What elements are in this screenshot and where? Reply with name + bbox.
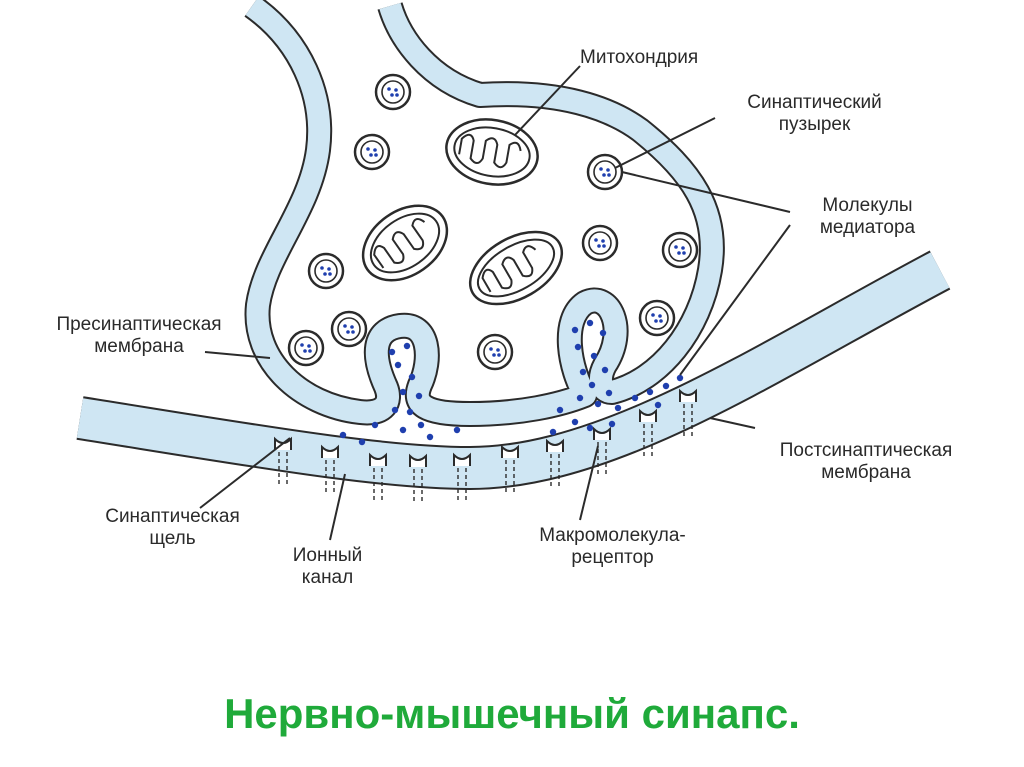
mediator-molecule	[454, 427, 460, 433]
mediator-molecule	[595, 401, 601, 407]
mediator-molecule	[615, 405, 621, 411]
label-mediator-molecules: Молекулы медиатора	[795, 195, 940, 239]
mediator-molecule	[409, 374, 415, 380]
mediator-molecule	[427, 434, 433, 440]
label-line: Ионный	[270, 545, 385, 567]
mediator-molecule	[389, 349, 395, 355]
synaptic-vesicle	[332, 312, 366, 346]
mediator-molecule	[400, 389, 406, 395]
mediator-molecule	[589, 382, 595, 388]
mediator-molecule	[602, 367, 608, 373]
mediator-molecule	[395, 362, 401, 368]
label-presynaptic-membrane: Пресинаптическая мембрана	[28, 314, 250, 358]
synaptic-vesicle	[376, 75, 410, 109]
mediator-molecule	[632, 395, 638, 401]
mediator-molecule	[340, 432, 346, 438]
mediator-molecule	[392, 407, 398, 413]
mediator-molecule	[572, 327, 578, 333]
mediator-molecule	[609, 421, 615, 427]
synaptic-vesicle	[309, 254, 343, 288]
label-line: мембрана	[752, 462, 980, 484]
label-line: Синаптический	[722, 92, 907, 114]
mediator-molecule	[655, 402, 661, 408]
label-line: Синаптическая	[75, 506, 270, 528]
label-postsynaptic-membrane: Постсинаптическая мембрана	[752, 440, 980, 484]
mitochondrion	[349, 190, 461, 295]
mediator-molecule	[606, 390, 612, 396]
label-ion-channel: Ионный канал	[270, 545, 385, 589]
label-receptor-macromolecule: Макромолекула- рецептор	[505, 525, 720, 569]
label-line: мембрана	[28, 336, 250, 358]
mediator-molecule	[418, 422, 424, 428]
mitochondrion	[441, 112, 543, 191]
mediator-molecule	[359, 439, 365, 445]
label-line: Постсинаптическая	[752, 440, 980, 462]
label-line: канал	[270, 567, 385, 589]
label-synaptic-vesicle: Синаптический пузырек	[722, 92, 907, 136]
mediator-molecule	[600, 330, 606, 336]
mediator-molecule	[407, 409, 413, 415]
label-synaptic-cleft: Синаптическая щель	[75, 506, 270, 550]
label-mitochondria: Митохондрия	[580, 47, 698, 69]
label-line: Пресинаптическая	[28, 314, 250, 336]
mediator-molecule	[572, 419, 578, 425]
mediator-molecule	[400, 427, 406, 433]
synaptic-vesicle	[355, 135, 389, 169]
synaptic-vesicle	[289, 331, 323, 365]
mitochondrion	[458, 217, 575, 319]
mediator-molecule	[575, 344, 581, 350]
label-line: Молекулы	[795, 195, 940, 217]
mediator-molecule	[557, 407, 563, 413]
label-line: Макромолекула-	[505, 525, 720, 547]
synaptic-vesicle	[663, 233, 697, 267]
label-line: рецептор	[505, 547, 720, 569]
mediator-molecule	[580, 369, 586, 375]
mediator-molecule	[587, 320, 593, 326]
page-title: Нервно-мышечный синапс.	[0, 690, 1024, 738]
label-line: щель	[75, 528, 270, 550]
mediator-molecule	[677, 375, 683, 381]
mediator-molecule	[372, 422, 378, 428]
synaptic-vesicle	[588, 155, 622, 189]
mediator-molecule	[647, 389, 653, 395]
label-line: пузырек	[722, 114, 907, 136]
mediator-molecule	[404, 343, 410, 349]
mediator-molecule	[416, 393, 422, 399]
mediator-molecule	[663, 383, 669, 389]
mediator-molecule	[591, 353, 597, 359]
mediator-molecule	[587, 425, 593, 431]
synaptic-vesicle	[478, 335, 512, 369]
mediator-molecule	[577, 395, 583, 401]
synaptic-vesicle	[583, 226, 617, 260]
mediator-molecule	[550, 429, 556, 435]
synaptic-vesicle	[640, 301, 674, 335]
label-line: медиатора	[795, 217, 940, 239]
